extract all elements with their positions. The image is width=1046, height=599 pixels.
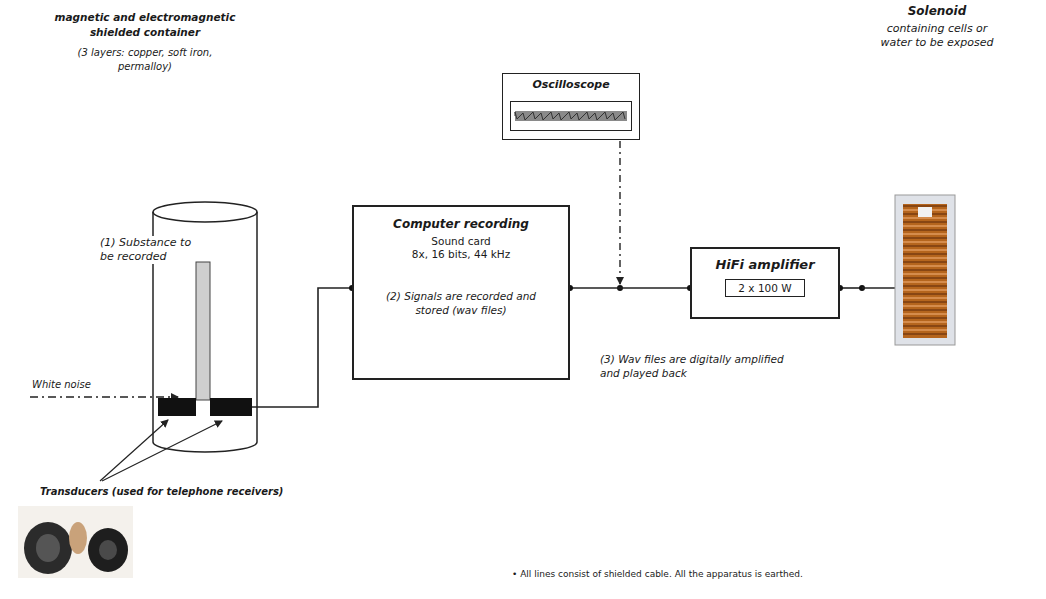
amplifier-box: HiFi amplifier 2 x 100 W: [690, 247, 840, 319]
node-subheading: containing cells or water to be exposed: [875, 22, 999, 51]
callout-label: (1) Substance to be recorded: [100, 236, 192, 264]
box-title: Computer recording: [393, 217, 529, 231]
leader-line: [102, 421, 222, 481]
solenoid: Solenoid containing cells or water to be …: [862, 4, 1012, 349]
container-heading: magnetic and electromagnetic shielded co…: [40, 10, 250, 39]
part-label: Transducers (used for telephone receiver…: [40, 486, 283, 497]
cable: [570, 287, 690, 289]
box-text: 2 x 100 W: [725, 279, 804, 297]
solenoid-coil: [862, 4, 1012, 349]
container-note: (3 layers: copper, soft iron, permalloy): [55, 46, 235, 73]
receiver-photo: [18, 506, 133, 578]
process-box: Computer recordingSound card8x, 16 bits,…: [352, 205, 570, 380]
shielded-container: (1) Substance to be recorded: [150, 200, 260, 455]
footnote: • All lines consist of shielded cable. A…: [512, 569, 803, 579]
oscilloscope-box: Oscilloscope: [502, 73, 640, 140]
box-text: (2) Signals are recorded and stored (wav…: [386, 290, 536, 317]
scope-display: [510, 101, 632, 131]
step-note: (3) Wav files are digitally amplified an…: [600, 352, 795, 380]
box-text: 8x, 16 bits, 44 kHz: [412, 248, 510, 260]
box-title: Oscilloscope: [509, 78, 633, 91]
box-text: Sound card: [431, 235, 490, 247]
box-title: HiFi amplifier: [715, 257, 814, 272]
node-heading: Solenoid: [862, 4, 1012, 18]
cable: [840, 287, 862, 289]
leader-line: [100, 420, 168, 481]
signal-label: White noise: [32, 379, 91, 390]
probe-line: [619, 141, 620, 284]
white-noise-arrow: [30, 396, 178, 398]
cable: [260, 288, 352, 407]
